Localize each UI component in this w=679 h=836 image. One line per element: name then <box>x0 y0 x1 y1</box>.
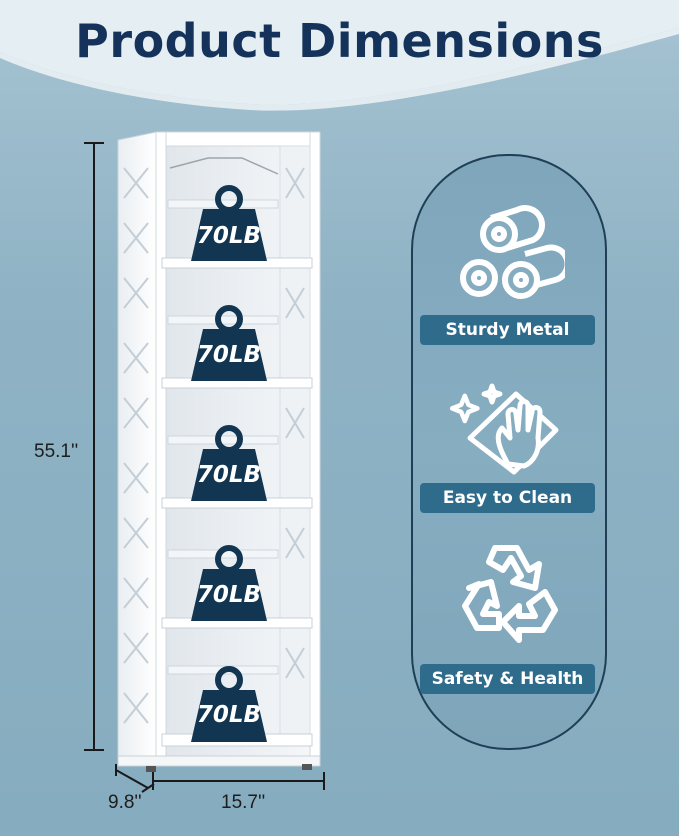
page-title: Product Dimensions <box>75 14 604 68</box>
weight-capacity-label: 70LB <box>196 462 262 488</box>
weight-icon <box>191 305 267 381</box>
height-label: 55.1'' <box>34 441 79 462</box>
weight-capacity-label: 70LB <box>196 223 262 249</box>
weight-capacity-label: 70LB <box>196 342 262 368</box>
metal-rolls-icon <box>460 205 565 299</box>
weight-icon <box>191 425 267 501</box>
depth-label: 9.8'' <box>108 792 142 813</box>
height-dimension-line <box>84 142 104 751</box>
feature-label-safety-health: Safety & Health <box>420 664 595 694</box>
wiping-hand-icon <box>449 383 559 475</box>
weight-capacity-label: 70LB <box>196 582 262 608</box>
weight-icon <box>191 666 267 742</box>
recycle-icon <box>462 545 558 643</box>
width-dimension-line <box>152 772 325 790</box>
weight-icon <box>191 545 267 621</box>
weight-capacity-label: 70LB <box>196 702 262 728</box>
weight-icon <box>191 185 267 261</box>
feature-label-easy-to-clean: Easy to Clean <box>420 483 595 513</box>
width-label: 15.7'' <box>221 792 266 813</box>
feature-label-sturdy-metal: Sturdy Metal <box>420 315 595 345</box>
